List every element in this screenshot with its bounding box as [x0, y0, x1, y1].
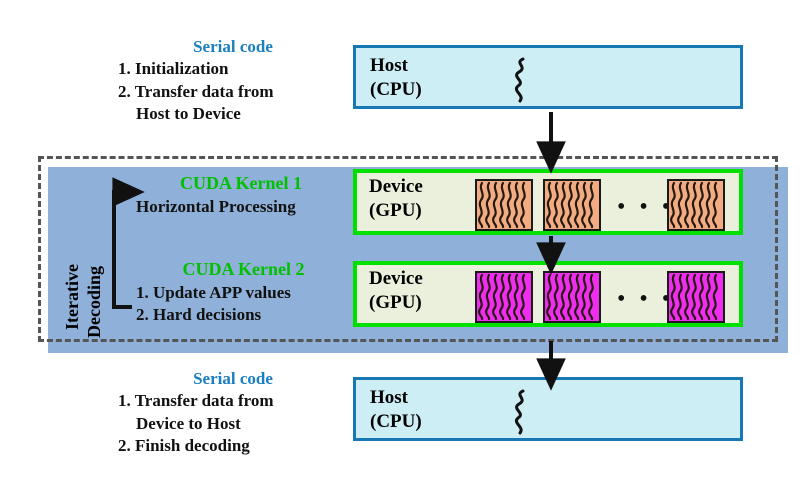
kernel2-thread-block-n — [667, 271, 725, 323]
kernel1-thread-block-2 — [543, 179, 601, 231]
kernel1-device-label: Device (GPU) — [369, 175, 423, 223]
bottom-serial-heading: Serial code — [193, 369, 273, 388]
kernel1-device-label-line1: Device — [369, 176, 423, 197]
kernel1-device-label-line2: (GPU) — [369, 199, 422, 221]
thread-bundle-icon — [478, 181, 526, 229]
kernel1-step-1: Horizontal Processing — [136, 196, 296, 216]
top-serial-step-2: 2. Transfer data from — [118, 81, 274, 101]
kernel2-device-label: Device (GPU) — [369, 267, 423, 315]
iterative-decoding-label-line1: Iterative — [62, 264, 82, 330]
top-serial-code-block: Serial code 1. Initialization 2. Transfe… — [118, 36, 348, 126]
bottom-host-label-line1: Host — [370, 387, 408, 408]
top-serial-step-1: 1. Initialization — [118, 59, 229, 79]
kernel2-step-2: 2. Hard decisions — [136, 305, 262, 325]
kernel2-thread-block-2 — [543, 271, 601, 323]
top-host-label-line2: (CPU) — [370, 79, 422, 101]
kernel2-thread-block-1 — [475, 271, 533, 323]
top-serial-step-2-cont: Host to Device — [136, 104, 241, 124]
kernel1-ellipsis: • • • — [617, 194, 675, 220]
top-host-label-line1: Host — [370, 55, 408, 76]
top-host-box: Host (CPU) — [353, 45, 743, 109]
bottom-serial-step-2: 2. Finish decoding — [118, 436, 250, 456]
kernel1-thread-block-n — [667, 179, 725, 231]
kernel2-step-1: 1. Update APP values — [136, 282, 291, 302]
thread-bundle-icon — [546, 273, 594, 321]
thread-bundle-icon — [546, 181, 594, 229]
bottom-host-box: Host (CPU) — [353, 377, 743, 441]
bottom-host-label: Host (CPU) — [370, 386, 422, 435]
thread-bundle-icon — [670, 181, 718, 229]
kernel2-device-label-line2: (GPU) — [369, 291, 422, 313]
bottom-host-label-line2: (CPU) — [370, 411, 422, 433]
kernel2-text-block: CUDA Kernel 2 1. Update APP values 2. Ha… — [136, 258, 351, 327]
single-thread-squiggle-icon — [514, 57, 525, 103]
bottom-serial-step-1: 1. Transfer data from — [118, 391, 274, 411]
kernel2-heading: CUDA Kernel 2 — [182, 259, 305, 279]
bottom-serial-code-block: Serial code 1. Transfer data from Device… — [118, 368, 348, 458]
kernel1-heading: CUDA Kernel 1 — [180, 173, 302, 193]
single-thread-squiggle-icon — [514, 389, 525, 435]
kernel2-device-box: Device (GPU) — [353, 261, 743, 327]
kernel1-device-box: Device (GPU) — [353, 169, 743, 235]
bottom-serial-step-1-cont: Device to Host — [136, 413, 241, 433]
kernel1-thread-block-1 — [475, 179, 533, 231]
top-serial-heading: Serial code — [193, 37, 273, 56]
top-host-label: Host (CPU) — [370, 54, 422, 103]
kernel2-ellipsis: • • • — [617, 286, 675, 312]
iterative-decoding-boundary — [38, 156, 778, 342]
thread-bundle-icon — [478, 273, 526, 321]
kernel2-device-label-line1: Device — [369, 268, 423, 289]
iterative-decoding-label-line2: Decoding — [84, 266, 104, 338]
thread-bundle-icon — [670, 273, 718, 321]
kernel1-text-block: CUDA Kernel 1 Horizontal Processing — [136, 172, 346, 218]
